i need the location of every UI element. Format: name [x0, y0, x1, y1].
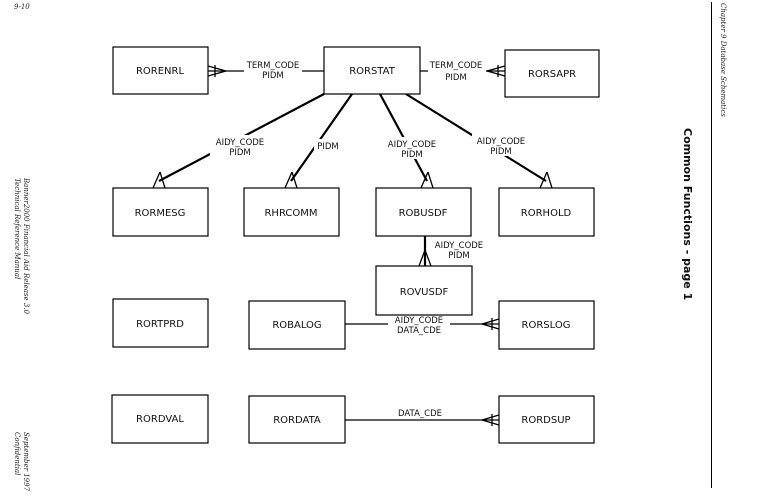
entity-rorstat[interactable]: RORSTAT [323, 46, 421, 95]
entity-rovusdf[interactable]: ROVUSDF [375, 265, 473, 316]
crow-foot-icon [546, 171, 553, 189]
entity-label: RORHOLD [521, 208, 572, 219]
crow-foot-icon [418, 249, 426, 267]
entity-rorsapr[interactable]: RORSAPR [504, 49, 600, 98]
entity-rorhold[interactable]: RORHOLD [498, 187, 595, 237]
entity-label: RORSAPR [528, 69, 576, 80]
entity-label: RORDATA [273, 415, 321, 426]
page-number: 9-10 [14, 3, 30, 11]
rel-label-pidm: PIDM [229, 148, 251, 158]
entity-rorenrl[interactable]: RORENRL [112, 46, 209, 95]
entity-robalog[interactable]: ROBALOG [248, 300, 346, 350]
entity-label: RORENRL [136, 66, 185, 77]
crow-foot-icon [159, 171, 166, 189]
entity-label: RORDVAL [136, 414, 184, 425]
entity-label: ROBALOG [272, 320, 321, 331]
rel-line-rorstat-rhrcomm [290, 93, 353, 182]
crow-foot-icon [486, 70, 506, 77]
rel-label-aidy-code: AIDY_CODE [435, 241, 483, 251]
crow-foot-icon [291, 171, 298, 189]
entity-label: RORMESG [135, 208, 186, 219]
crow-foot-icon [481, 323, 500, 330]
entity-rortprd[interactable]: RORTPRD [112, 298, 209, 348]
rel-label-pidm: PIDM [490, 147, 512, 157]
crow-foot-icon [420, 171, 429, 189]
entity-label: RHRCOMM [264, 208, 317, 219]
rel-label-pidm: PIDM [317, 142, 339, 152]
crow-foot-icon [481, 318, 500, 325]
rel-label-pidm: PIDM [445, 73, 467, 83]
rel-label-term-code: TERM_CODE [246, 61, 300, 71]
crow-foot-icon [481, 414, 500, 421]
entity-robusdf[interactable]: ROBUSDF [375, 187, 472, 237]
rel-label-aidy-code: AIDY_CODE [395, 316, 443, 326]
entity-label: RORSLOG [522, 320, 571, 331]
rel-label-aidy-code: AIDY_CODE [477, 137, 525, 147]
crow-foot-icon [486, 65, 506, 72]
rel-label-aidy-code: AIDY_CODE [388, 140, 436, 150]
entity-label: ROBUSDF [399, 208, 448, 219]
crow-foot-icon [284, 171, 293, 189]
crow-foot-icon [424, 249, 432, 267]
crow-foot-icon [152, 171, 161, 189]
crow-foot-icon [427, 171, 434, 189]
page-border-rule [711, 2, 712, 488]
entity-rordsup[interactable]: RORDSUP [498, 395, 595, 444]
rel-label-data-cde: DATA_CDE [397, 326, 441, 336]
crow-foot-icon [207, 70, 227, 77]
rel-label-data-cde: DATA_CDE [398, 409, 442, 419]
entity-rhrcomm[interactable]: RHRCOMM [243, 187, 340, 237]
crow-foot-icon [539, 171, 548, 189]
rel-label-term-code: TERM_CODE [429, 61, 483, 71]
crow-foot-icon [481, 419, 500, 426]
entity-rordval[interactable]: RORDVAL [111, 394, 209, 444]
crow-foot-icon [207, 65, 227, 72]
entity-label: RORSTAT [349, 66, 396, 77]
entity-rordata[interactable]: RORDATA [248, 395, 346, 444]
entity-rorslog[interactable]: RORSLOG [498, 300, 595, 350]
entity-label: RORDSUP [521, 415, 570, 426]
rel-label-pidm: PIDM [262, 71, 284, 81]
rel-label-aidy-code: AIDY_CODE [216, 138, 264, 148]
rel-label-pidm: PIDM [401, 150, 423, 160]
entity-label: RORTPRD [136, 319, 184, 330]
entity-rormesg[interactable]: RORMESG [112, 187, 209, 237]
entity-label: ROVUSDF [400, 287, 449, 298]
rel-label-pidm: PIDM [448, 251, 470, 261]
